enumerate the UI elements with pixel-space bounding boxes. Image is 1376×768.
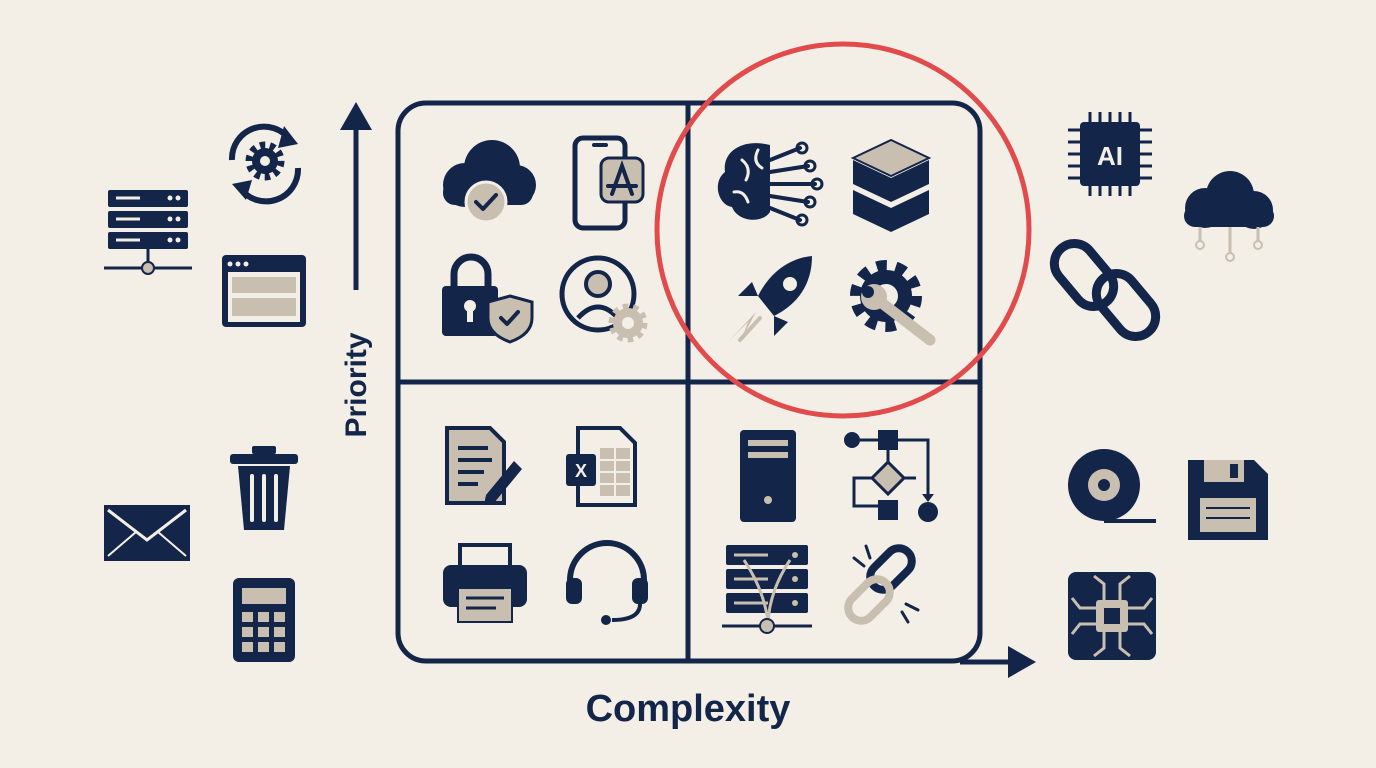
server-rack-network-icon <box>722 545 812 634</box>
rocket-icon <box>728 256 812 342</box>
excel-file-icon: X <box>566 426 637 507</box>
broken-link-icon <box>844 544 920 625</box>
headset-icon <box>566 540 648 625</box>
floppy-disk-icon <box>1188 460 1268 540</box>
y-axis-label: Priority <box>340 332 373 438</box>
svg-text:X: X <box>575 461 587 481</box>
envelope-icon <box>104 505 190 561</box>
mobile-app-store-icon <box>572 135 645 231</box>
server-stack-icon <box>104 190 192 275</box>
matrix-grid <box>395 100 983 664</box>
gear-wrench-icon <box>850 260 936 346</box>
ai-chip-icon: AI <box>1068 112 1152 196</box>
ai-chip-label: AI <box>1097 141 1123 171</box>
chain-link-icon <box>1049 239 1161 341</box>
padlock-shield-icon <box>442 253 534 344</box>
layers-icon <box>850 138 932 232</box>
cloud-check-icon <box>443 140 536 224</box>
x-axis-label: Complexity <box>585 688 791 730</box>
cloud-network-icon <box>1184 171 1274 262</box>
printer-icon <box>443 543 527 623</box>
trash-icon <box>230 446 298 530</box>
flowchart-icon <box>844 430 938 522</box>
highlight-circle <box>654 41 1032 419</box>
circuit-board-icon <box>1068 572 1156 660</box>
calculator-icon <box>233 578 295 662</box>
ai-brain-icon <box>717 141 824 227</box>
server-tower-icon <box>740 430 796 522</box>
optical-disc-icon <box>1068 449 1156 523</box>
browser-window-icon <box>222 255 306 327</box>
sync-gear-icon <box>228 123 302 205</box>
y-axis-arrow <box>340 102 372 290</box>
user-settings-icon <box>559 255 648 343</box>
x-axis-arrow <box>960 646 1036 678</box>
document-edit-icon <box>445 426 522 505</box>
